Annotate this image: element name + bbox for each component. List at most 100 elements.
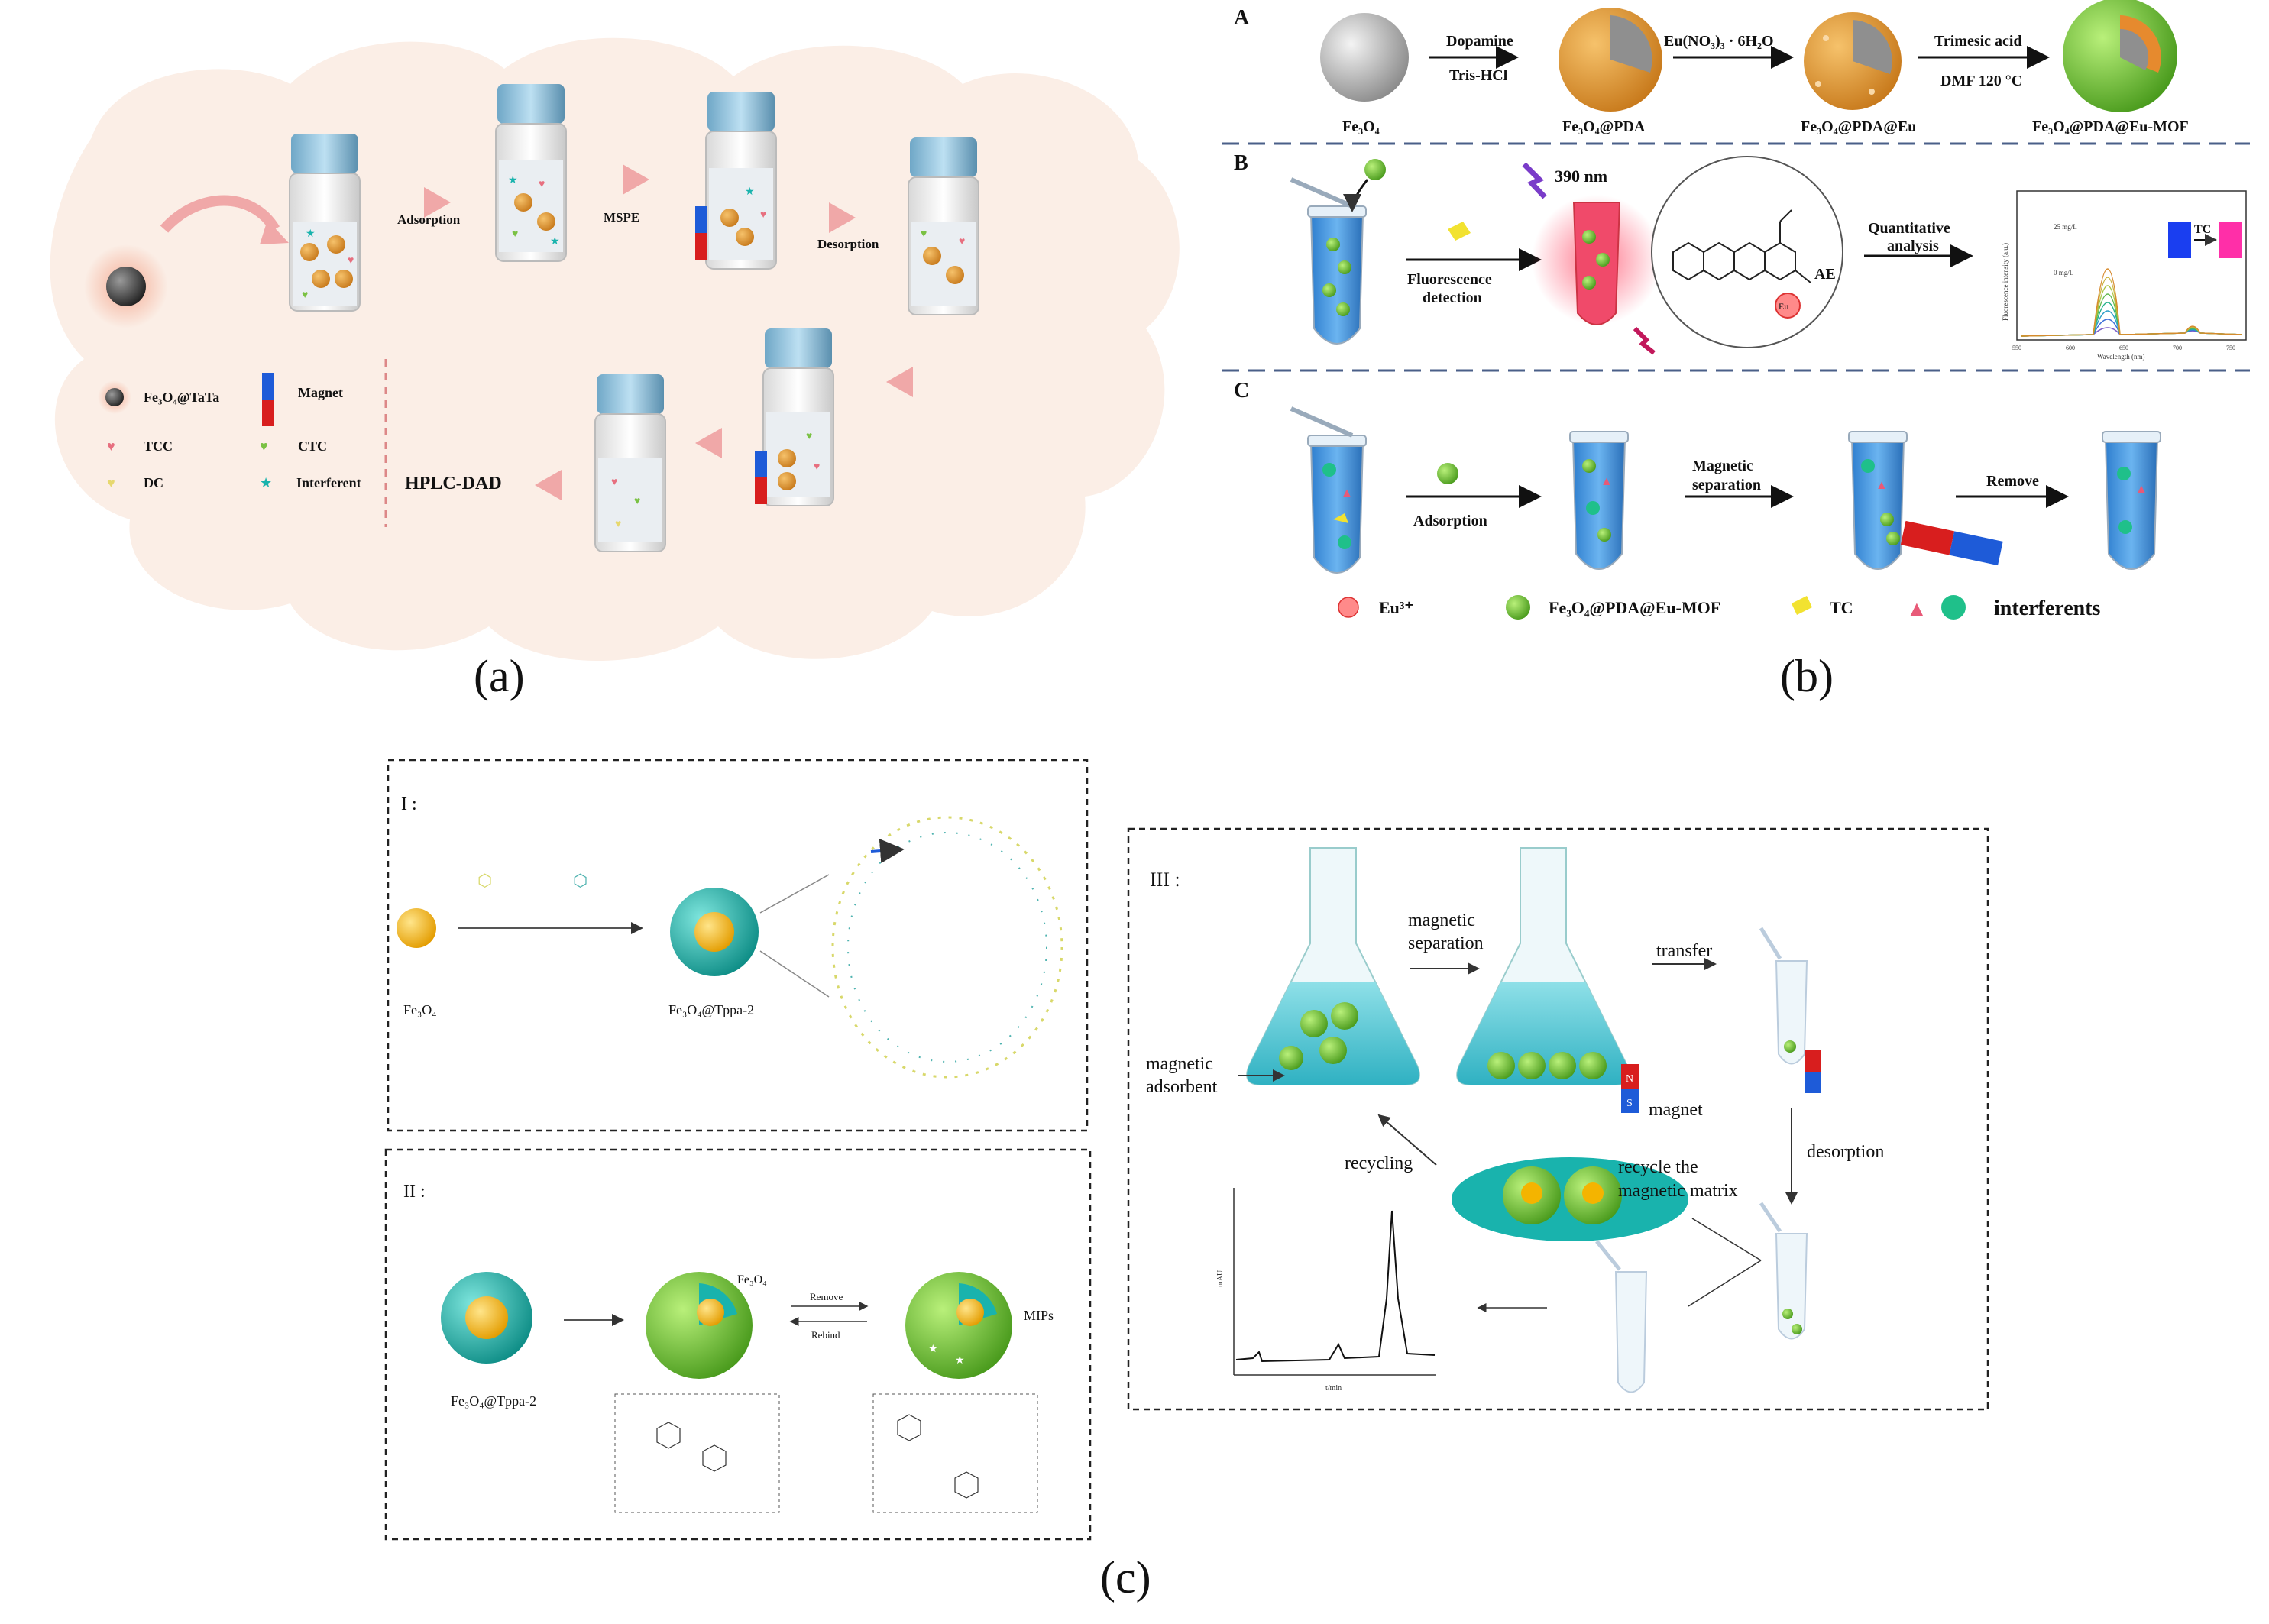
fluorescence-spectrum-inset: Fluorescence intensity (a.u.) Wavelength… [2002, 190, 2247, 361]
svg-text:▲: ▲ [1876, 479, 1888, 492]
recycle-line1: recycle the [1618, 1157, 1698, 1177]
box-ii [384, 1148, 1092, 1541]
panel-c: I : Fe₃O₄ ⬡+ ⬡ Fe₃O₄@Tppa-2 II : Fe₃O₄@T… [384, 759, 1989, 1603]
bar-magnet-icon [1900, 520, 2003, 566]
svg-text:♥: ♥ [302, 290, 308, 301]
fe3o4-sphere-icon [1320, 13, 1409, 102]
ae-label: AE [1814, 266, 1836, 283]
legend-ctc-label: CTC [298, 438, 327, 454]
cuvette-pink [2219, 222, 2242, 258]
svg-text:★: ★ [550, 236, 560, 247]
remove-label: Remove [1986, 473, 2039, 490]
spectrum-xlabel: Wavelength (nm) [2097, 353, 2145, 361]
arrow-to-final [695, 428, 722, 458]
eppendorf-tube-c3 [1848, 431, 1908, 570]
legend-dc-icon: ♥ [107, 475, 115, 490]
wavelength-label: 390 nm [1555, 167, 1607, 186]
step-desorption-label: Desorption [817, 237, 879, 251]
legend-triangle-icon: ▲ [1906, 597, 1928, 621]
svg-text:♥: ♥ [959, 236, 965, 247]
magnetic-separation-line1: Magnetic [1692, 458, 1753, 474]
panel-a-caption: (a) [474, 651, 525, 701]
eu-label: Eu [1779, 301, 1788, 312]
svg-text:♥: ♥ [539, 179, 545, 190]
spectrum-bottom-conc: 0 mg/L [2054, 269, 2073, 277]
eppendorf-tube-red [1572, 202, 1621, 325]
cuvette-blue [2168, 222, 2191, 258]
small-tube-3 [1595, 1240, 1648, 1393]
curved-arrow-head [260, 220, 289, 244]
spectrum-xtick-1: 600 [2066, 345, 2075, 351]
recycle-line2: magnetic matrix [1618, 1181, 1738, 1201]
spectrum-curve [2020, 268, 2243, 337]
magnetic-separation-line2: separation [1692, 477, 1761, 493]
box-ii-core-label: Fe₃O₄ [737, 1273, 767, 1286]
spectrum-ylabel: Fluorescence intensity (a.u.) [2002, 243, 2009, 321]
box-ii-rebind-label: Rebind [811, 1329, 840, 1341]
fluorescence-line1: Fluorescence [1407, 271, 1492, 288]
panel-a-cloud-background [50, 37, 1180, 662]
panel-b: A Fe₃O₄ Dopamine Tris-HCl Fe₃O₄@PDA Eu(N… [1222, 0, 2250, 701]
svg-text:⬡: ⬡ [573, 871, 587, 890]
flask-2 [1456, 847, 1630, 1085]
svg-text:▲: ▲ [2135, 483, 2148, 496]
box-iii-label: III : [1150, 869, 1180, 891]
svg-text:⬡: ⬡ [477, 871, 492, 890]
svg-text:♥: ♥ [806, 431, 812, 442]
svg-text:♥: ♥ [615, 519, 621, 530]
legend-tc-icon [1792, 596, 1812, 615]
box-ii-label: II : [403, 1182, 426, 1202]
svg-text:♥: ♥ [760, 209, 766, 221]
legend-particle-icon [105, 388, 124, 406]
magnet-s-label: S [1626, 1098, 1633, 1109]
vial-1-liquid [293, 222, 357, 306]
panel-b-caption: (b) [1780, 651, 1834, 701]
arrow-hplc [535, 470, 562, 500]
legend-interferent-label: Interferent [296, 475, 361, 490]
curved-arrow [160, 195, 280, 233]
fe3o4-tata-particle-icon [106, 267, 146, 306]
step-adsorption-label: Adsorption [397, 212, 461, 227]
legend-mof-label: Fe₃O₄@PDA@Eu-MOF [1549, 598, 1720, 617]
spectrum-xtick-0: 550 [2012, 345, 2021, 351]
flask-1 [1246, 847, 1420, 1085]
row-a-label: A [1234, 6, 1250, 30]
material-fe3o4-pda: Fe₃O₄@PDA [1562, 118, 1646, 135]
svg-text:★: ★ [928, 1344, 938, 1355]
spectrum-xtick-2: 650 [2119, 345, 2128, 351]
material-fe3o4-pda-eu: Fe₃O₄@PDA@Eu [1801, 118, 1916, 135]
arrow-adsorption [424, 187, 451, 218]
row-c-label: C [1234, 379, 1249, 403]
eppendorf-tube-c1 [1307, 435, 1367, 574]
hplc-dad-label: HPLC-DAD [405, 474, 502, 493]
svg-text:♥: ♥ [921, 228, 927, 240]
arrow-return [886, 367, 913, 397]
arrow-mspe [623, 164, 649, 195]
arrow3-top-label: Trimesic acid [1934, 33, 2022, 50]
box-ii-start-label: Fe₃O₄@Tppa-2 [451, 1393, 536, 1409]
magnet-n-label: N [1626, 1073, 1633, 1085]
arrow1-top-label: Dopamine [1446, 33, 1513, 50]
panel-a: ★♥ ♥ Adsorption ★♥ ♥★ MSPE ★♥ Desorption… [50, 37, 1180, 701]
legend-eu-icon [1338, 597, 1359, 618]
magnet-n-block [1621, 1064, 1639, 1089]
box-iii [1127, 827, 1989, 1411]
fluorescence-line2: detection [1423, 290, 1482, 306]
eppendorf-tube-c4 [2102, 431, 2161, 570]
panel-c-caption: (c) [1100, 1552, 1151, 1603]
arrow2-top-label: Eu(NO₃)₃ · 6H₂O [1664, 33, 1774, 50]
legend-eu-label: Eu³⁺ [1379, 598, 1413, 617]
magnetic-adsorbent-line2: adsorbent [1146, 1077, 1218, 1097]
desorption-label: desorption [1807, 1142, 1884, 1162]
legend-tc-label: TC [1830, 598, 1853, 617]
quantitative-line2: analysis [1887, 238, 1939, 254]
svg-text:♥: ♥ [634, 496, 640, 507]
legend-tcc-icon: ♥ [107, 438, 115, 454]
box-i-shell-label: Fe₃O₄@Tppa-2 [668, 1002, 754, 1017]
svg-text:♥: ♥ [512, 228, 518, 240]
svg-text:♥: ♥ [611, 477, 617, 488]
eppendorf-tube-c2 [1569, 431, 1629, 570]
magnet-label: magnet [1649, 1100, 1703, 1120]
template-structure-box [614, 1393, 780, 1513]
box-i-label: I : [401, 794, 417, 814]
